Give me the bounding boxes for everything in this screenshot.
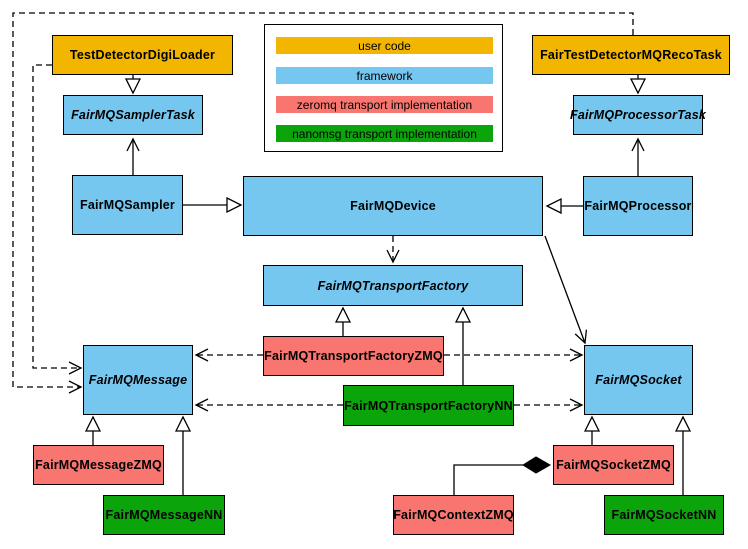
node-label: FairMQMessageZMQ: [35, 458, 162, 472]
legend-item-zeromq: zeromq transport implementation: [276, 96, 493, 113]
node-fairmqtransportfactorynn: FairMQTransportFactoryNN: [343, 385, 514, 426]
node-label: FairMQSampler: [80, 198, 175, 212]
node-fairmqsamplertask: FairMQSamplerTask: [63, 95, 203, 135]
node-label: FairMQSocketZMQ: [556, 458, 671, 472]
node-label: FairMQProcessorTask: [569, 108, 707, 122]
node-fairmqmessagezmq: FairMQMessageZMQ: [33, 445, 164, 485]
node-fairmqcontextzmq: FairMQContextZMQ: [393, 495, 514, 535]
edge-device-socket: [544, 235, 588, 345]
node-label: FairMQMessageNN: [105, 508, 223, 522]
node-fairmqprocessor: FairMQProcessor: [583, 176, 693, 236]
node-label: TestDetectorDigiLoader: [69, 48, 216, 62]
legend-item-framework: framework: [276, 67, 493, 84]
legend-item-nanomsg: nanomsg transport implementation: [276, 125, 493, 142]
legend-label: nanomsg transport implementation: [292, 126, 477, 141]
node-label: FairMQTransportFactoryZMQ: [264, 349, 443, 363]
node-fairmqtransportfactoryzmq: FairMQTransportFactoryZMQ: [263, 336, 444, 376]
node-label: FairMQMessage: [88, 373, 188, 387]
node-label: FairTestDetectorMQRecoTask: [540, 48, 722, 62]
legend-item-user-code: user code: [276, 37, 493, 54]
edge-digiloader-message: [32, 64, 83, 375]
node-label: FairMQSamplerTask: [71, 108, 195, 122]
node-fairmqmessage: FairMQMessage: [83, 345, 193, 415]
node-label: FairMQSocketNN: [611, 508, 717, 522]
node-fairmqtransportfactory: FairMQTransportFactory: [263, 265, 523, 306]
node-fairmqprocessortask: FairMQProcessorTask: [569, 95, 707, 135]
node-fairmqsocketzmq: FairMQSocketZMQ: [553, 445, 674, 485]
node-label: FairMQSocket: [595, 373, 682, 387]
node-label: FairMQContextZMQ: [393, 508, 514, 522]
node-label: FairMQTransportFactory: [317, 278, 469, 293]
legend-label: zeromq transport implementation: [296, 97, 473, 112]
node-fairmqmessagenn: FairMQMessageNN: [103, 495, 225, 535]
node-fairtestdetectormqrecotask: FairTestDetectorMQRecoTask: [532, 35, 730, 75]
edge-contextzmq-socketzmq: [453, 464, 523, 495]
composition-diamond: [522, 456, 552, 474]
node-testdetectordigiloader: TestDetectorDigiLoader: [52, 35, 233, 75]
node-fairmqdevice: FairMQDevice: [243, 176, 543, 236]
node-fairmqsampler: FairMQSampler: [72, 175, 183, 235]
legend-label: user code: [358, 38, 411, 53]
node-fairmqsocket: FairMQSocket: [584, 345, 693, 415]
node-label: FairMQDevice: [350, 199, 436, 213]
node-label: FairMQTransportFactoryNN: [344, 398, 513, 413]
node-label: FairMQProcessor: [584, 199, 692, 213]
node-fairmqsocketnn: FairMQSocketNN: [604, 495, 724, 535]
legend-label: framework: [356, 68, 413, 83]
legend: user code framework zeromq transport imp…: [264, 24, 503, 152]
edge-recotask-message: [12, 12, 634, 394]
